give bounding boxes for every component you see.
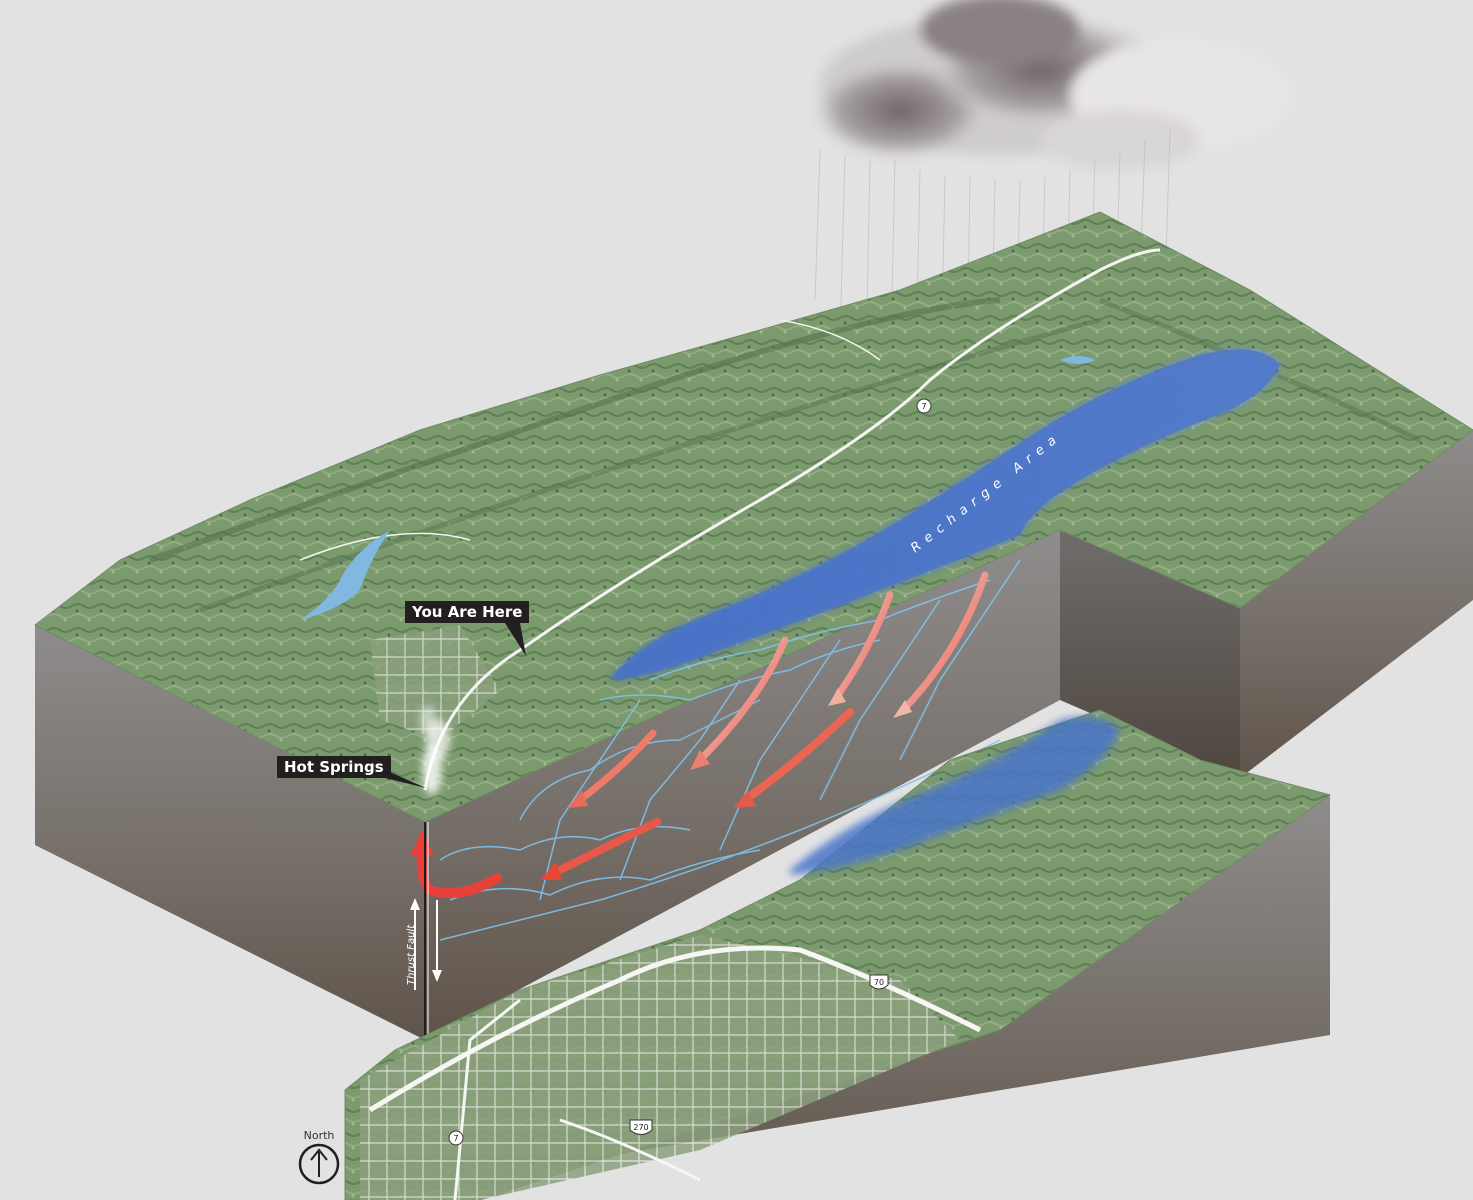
thrust-fault: Thrust Fault (406, 822, 442, 1040)
groundwater-fractures (439, 559, 1021, 941)
steam-plume (420, 705, 450, 795)
callout-pointer-here (505, 623, 526, 656)
route-shield-us70: 70 (869, 974, 889, 990)
north-label: North (304, 1129, 335, 1142)
svg-text:70: 70 (874, 978, 884, 987)
svg-text:270: 270 (633, 1123, 648, 1132)
svg-text:7: 7 (921, 402, 926, 411)
groundwater-flow-arrows (410, 571, 989, 899)
route-shield-us270: 270 (629, 1119, 653, 1135)
callout-pointer-springs (385, 770, 426, 788)
route-shield-upper: 7 (916, 398, 932, 414)
cloud-icon (810, 0, 1290, 170)
lower-terrain-block (344, 709, 1332, 1200)
thrust-fault-label: Thrust Fault (406, 924, 417, 985)
recharge-area (610, 349, 1280, 680)
route-shield-state7: 7 (448, 1130, 464, 1146)
svg-text:7: 7 (453, 1134, 458, 1143)
north-arrow-icon: North (298, 1129, 340, 1185)
hot-springs-label: Hot Springs (277, 756, 391, 778)
you-are-here-label: You Are Here (405, 601, 530, 623)
